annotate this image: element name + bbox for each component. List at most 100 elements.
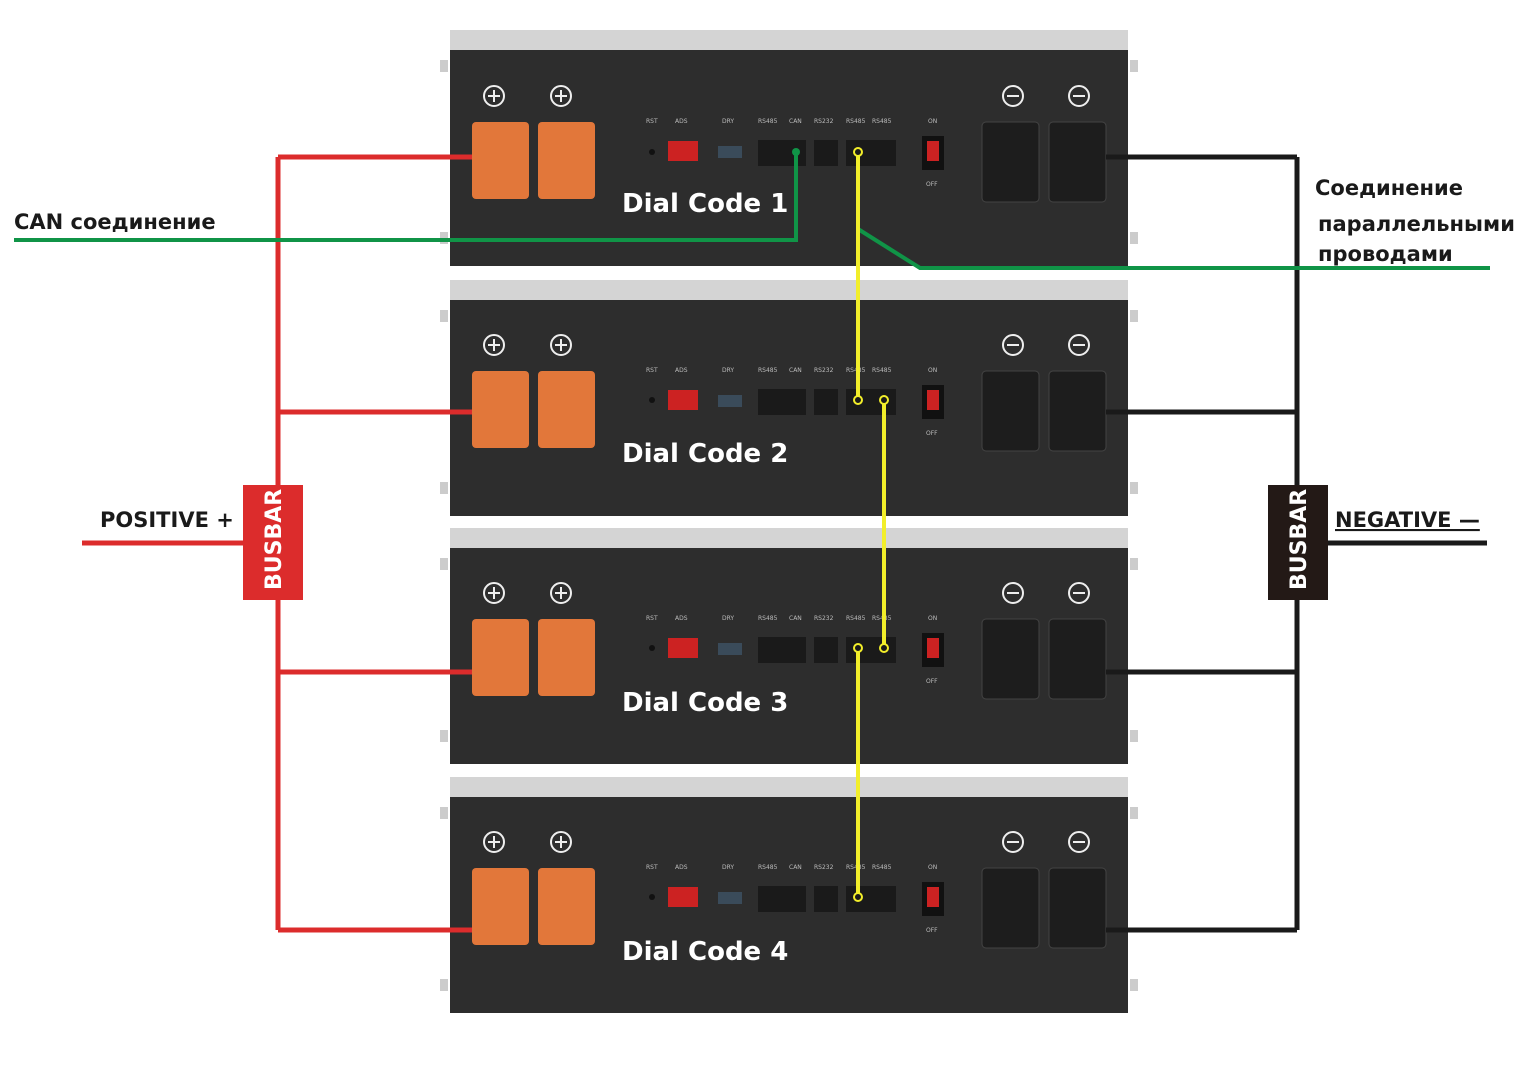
battery-module-3: RST ADS DRY RS485 CAN RS232 RS485 RS485 … [440, 528, 1138, 764]
negative-terminal-icon [1068, 831, 1090, 853]
svg-text:RS485: RS485 [872, 118, 892, 125]
svg-text:проводами: проводами [1318, 242, 1453, 266]
positive-terminal-icon [550, 85, 572, 107]
negative-terminal[interactable] [981, 867, 1040, 949]
battery-module-1: RST ADS DRY RS485 CAN RS232 RS485 RS485 … [440, 30, 1138, 266]
rs232-port[interactable] [814, 389, 838, 415]
negative-label: NEGATIVE — [1335, 508, 1480, 532]
svg-text:CAN: CAN [789, 367, 802, 374]
rs485-can-port[interactable] [758, 389, 806, 415]
svg-text:ADS: ADS [675, 367, 688, 374]
dry-contact-port[interactable] [718, 146, 742, 158]
positive-terminal[interactable] [538, 619, 595, 696]
svg-text:ON: ON [928, 118, 937, 125]
positive-terminal-icon [550, 582, 572, 604]
svg-text:DRY: DRY [722, 118, 734, 125]
svg-text:ON: ON [928, 864, 937, 871]
address-dip-switch[interactable] [668, 638, 698, 658]
negative-terminal[interactable] [981, 121, 1040, 203]
dial-code-label: Dial Code 1 [622, 189, 788, 219]
negative-terminal[interactable] [1048, 618, 1107, 700]
parallel-connection-label: Соединение параллельными проводами [1315, 176, 1515, 266]
dry-contact-port[interactable] [718, 892, 742, 904]
svg-text:DRY: DRY [722, 864, 734, 871]
battery-module-4: RST ADS DRY RS485 CAN RS232 RS485 RS485 … [440, 777, 1138, 1013]
negative-terminal[interactable] [1048, 867, 1107, 949]
svg-text:RS485: RS485 [758, 615, 778, 622]
svg-text:ADS: ADS [675, 864, 688, 871]
svg-text:RS485: RS485 [872, 615, 892, 622]
svg-text:RS485: RS485 [846, 864, 866, 871]
negative-busbar: BUSBAR [1268, 485, 1328, 600]
negative-terminal[interactable] [1048, 370, 1107, 452]
positive-terminal[interactable] [538, 868, 595, 945]
positive-terminal-icon [550, 831, 572, 853]
positive-terminal-icon [550, 334, 572, 356]
svg-text:DRY: DRY [722, 615, 734, 622]
dry-contact-port[interactable] [718, 395, 742, 407]
positive-busbar: BUSBAR [243, 485, 303, 600]
reset-button[interactable] [649, 397, 655, 403]
svg-text:RST: RST [646, 118, 658, 125]
negative-terminal-icon [1002, 334, 1024, 356]
address-dip-switch[interactable] [668, 887, 698, 907]
negative-terminal-icon [1068, 85, 1090, 107]
svg-text:ADS: ADS [675, 118, 688, 125]
negative-terminal[interactable] [1048, 121, 1107, 203]
positive-terminal-icon [483, 582, 505, 604]
svg-text:RS485: RS485 [872, 367, 892, 374]
rs485-can-port[interactable] [758, 886, 806, 912]
positive-terminal[interactable] [472, 122, 529, 199]
svg-text:CAN: CAN [789, 615, 802, 622]
svg-text:RS485: RS485 [846, 615, 866, 622]
reset-button[interactable] [649, 149, 655, 155]
positive-terminal[interactable] [538, 122, 595, 199]
svg-text:RS485: RS485 [872, 864, 892, 871]
negative-terminal-icon [1002, 85, 1024, 107]
positive-terminal[interactable] [472, 371, 529, 448]
can-wire [14, 152, 1490, 270]
svg-text:RS232: RS232 [814, 864, 834, 871]
positive-terminal-icon [483, 831, 505, 853]
svg-text:RS485: RS485 [846, 367, 866, 374]
svg-text:RS485: RS485 [758, 367, 778, 374]
dial-code-label: Dial Code 4 [622, 937, 788, 967]
svg-text:OFF: OFF [926, 181, 938, 188]
svg-text:Соединение: Соединение [1315, 176, 1463, 200]
svg-text:RST: RST [646, 367, 658, 374]
dry-contact-port[interactable] [718, 643, 742, 655]
rs485-can-port[interactable] [758, 637, 806, 663]
svg-text:RS232: RS232 [814, 367, 834, 374]
positive-label: POSITIVE + [100, 508, 234, 532]
positive-terminal-icon [483, 85, 505, 107]
address-dip-switch[interactable] [668, 141, 698, 161]
rs232-port[interactable] [814, 637, 838, 663]
positive-terminal-icon [483, 334, 505, 356]
address-dip-switch[interactable] [668, 390, 698, 410]
rs232-port[interactable] [814, 140, 838, 166]
dial-code-label: Dial Code 2 [622, 439, 788, 469]
reset-button[interactable] [649, 894, 655, 900]
positive-terminal[interactable] [472, 868, 529, 945]
svg-text:BUSBAR: BUSBAR [262, 489, 287, 590]
negative-terminal[interactable] [981, 618, 1040, 700]
negative-terminal-icon [1002, 582, 1024, 604]
svg-text:OFF: OFF [926, 430, 938, 437]
negative-terminal-icon [1068, 582, 1090, 604]
positive-terminal[interactable] [538, 371, 595, 448]
negative-terminal-icon [1002, 831, 1024, 853]
svg-text:ADS: ADS [675, 615, 688, 622]
dial-code-label: Dial Code 3 [622, 688, 788, 718]
rs232-port[interactable] [814, 886, 838, 912]
positive-terminal[interactable] [472, 619, 529, 696]
svg-text:RST: RST [646, 615, 658, 622]
svg-text:RST: RST [646, 864, 658, 871]
can-connection-label: CAN соединение [14, 210, 216, 234]
svg-text:DRY: DRY [722, 367, 734, 374]
parallel-wire [856, 152, 886, 897]
svg-text:OFF: OFF [926, 678, 938, 685]
negative-terminal[interactable] [981, 370, 1040, 452]
reset-button[interactable] [649, 645, 655, 651]
svg-text:OFF: OFF [926, 927, 938, 934]
